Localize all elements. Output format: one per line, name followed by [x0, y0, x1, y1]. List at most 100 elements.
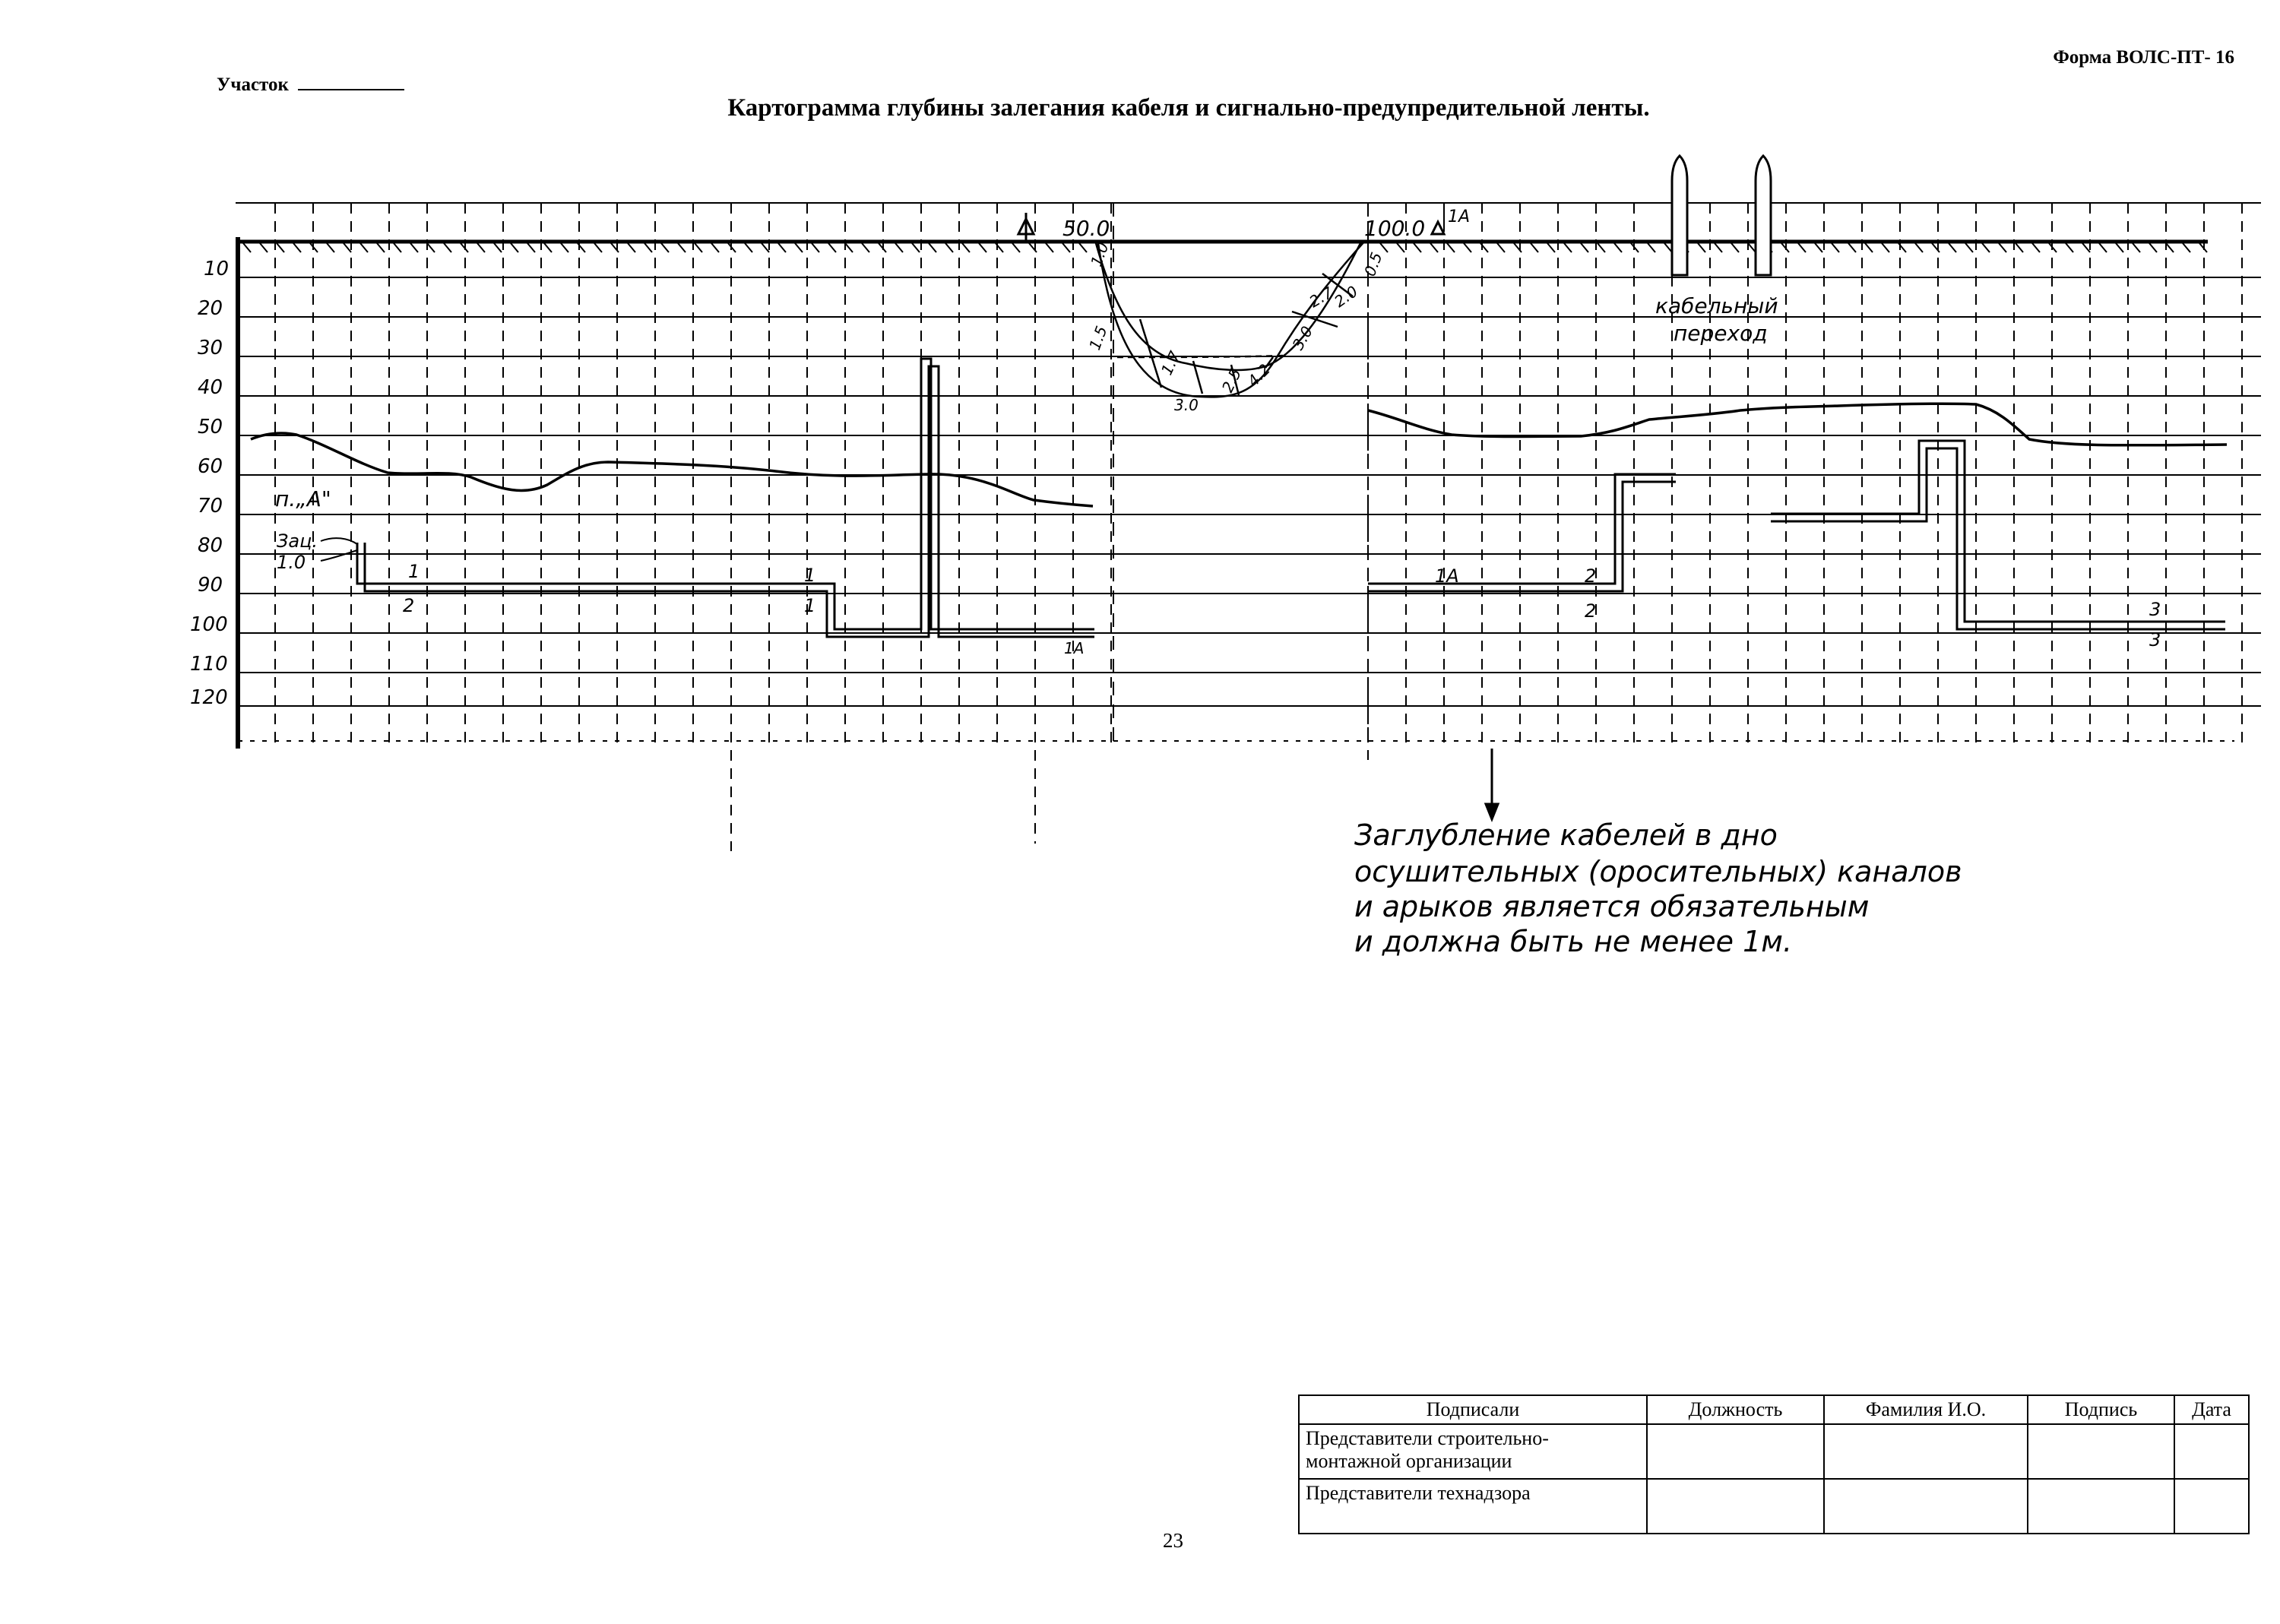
- hatch-mark: [811, 242, 820, 253]
- hatch-mark: [410, 242, 419, 253]
- cable-label: 1: [804, 565, 815, 586]
- hatch-mark: [1012, 242, 1021, 253]
- canal-depth: 3.0: [1174, 396, 1199, 414]
- hatch-mark: [761, 242, 770, 253]
- canal-depth-labels: 1.0 1.5 1.7 2.5 3.0 4.2 3.0 2.7 2.0 0.5: [1085, 240, 1385, 414]
- ground-hatching: [242, 242, 2208, 253]
- hatch-mark: [1647, 242, 1656, 253]
- hatch-mark: [777, 242, 787, 253]
- hatch-mark: [1430, 242, 1439, 253]
- canal-depth: 1.7: [1157, 348, 1184, 378]
- tick-label: 70: [198, 495, 223, 518]
- date-cell[interactable]: [2174, 1478, 2250, 1534]
- hatch-mark: [928, 242, 937, 253]
- coupling-value: 1.0: [277, 552, 306, 573]
- crossing-label: кабельный: [1655, 293, 1778, 318]
- col-header: Должность: [1646, 1394, 1825, 1425]
- hatch-mark: [644, 242, 653, 253]
- hatch-mark: [844, 242, 853, 253]
- hatch-mark: [1446, 242, 1455, 253]
- hatch-mark: [276, 242, 285, 253]
- hatch-mark: [1814, 242, 1823, 253]
- cable-labels: 1 2 1 1 1А 1А 2 2 3 3: [403, 561, 2161, 657]
- hatch-mark: [2199, 242, 2208, 253]
- hatch-mark: [961, 242, 971, 253]
- hatch-mark: [895, 242, 904, 253]
- hatch-mark: [1396, 242, 1405, 253]
- note-text: Заглубление кабелей в дно осушительных (…: [1354, 818, 1962, 958]
- page-number: 23: [1163, 1529, 1183, 1552]
- hatch-mark: [2031, 242, 2041, 253]
- note-line: и должна быть не менее 1м.: [1354, 925, 1792, 958]
- crossing-post-icon: [1670, 154, 1772, 277]
- hatch-mark: [995, 242, 1004, 253]
- hatch-mark: [1898, 242, 1907, 253]
- hatch-mark: [359, 242, 369, 253]
- signature-cell[interactable]: [2027, 1478, 2175, 1534]
- col-header: Подпись: [2027, 1394, 2175, 1425]
- hatch-mark: [1379, 242, 1389, 253]
- hatch-mark: [1563, 242, 1572, 253]
- col-header: Фамилия И.О.: [1823, 1394, 2028, 1425]
- hatch-mark: [2015, 242, 2024, 253]
- note-line: и арыков является обязательным: [1354, 890, 1869, 923]
- hatch-mark: [711, 242, 720, 253]
- signature-cell[interactable]: [2027, 1423, 2175, 1480]
- date-cell[interactable]: [2174, 1423, 2250, 1480]
- picket-100-tag: 1А: [1448, 207, 1470, 226]
- hatch-mark: [2048, 242, 2057, 253]
- form-id: Форма ВОЛС-ПТ- 16: [2053, 47, 2234, 68]
- hatch-mark: [493, 242, 502, 253]
- position-cell[interactable]: [1646, 1478, 1825, 1534]
- hatch-mark: [2132, 242, 2141, 253]
- hatch-mark: [543, 242, 553, 253]
- picket-100-label: 100.0: [1364, 216, 1425, 241]
- hatch-mark: [1831, 242, 1840, 253]
- hatch-mark: [1496, 242, 1506, 253]
- tick-label: 40: [198, 376, 223, 399]
- hatch-mark: [945, 242, 954, 253]
- hatch-mark: [911, 242, 920, 253]
- position-cell[interactable]: [1646, 1423, 1825, 1480]
- hatch-mark: [1513, 242, 1522, 253]
- hatch-mark: [577, 242, 586, 253]
- hatch-mark: [1062, 242, 1071, 253]
- tick-label: 110: [190, 653, 228, 676]
- coupling-label: Зац.: [277, 530, 318, 552]
- hatch-mark: [1697, 242, 1706, 253]
- hatch-mark: [1480, 242, 1489, 253]
- hatch-mark: [2082, 242, 2091, 253]
- hatch-mark: [1931, 242, 1940, 253]
- tick-label: 90: [198, 574, 223, 597]
- hatch-mark: [460, 242, 469, 253]
- name-cell[interactable]: [1823, 1423, 2028, 1480]
- arrow-down-icon: [1484, 749, 1500, 823]
- cable-route-3: [1771, 439, 2225, 631]
- hatch-mark: [1664, 242, 1673, 253]
- col-header: Дата: [2174, 1394, 2250, 1425]
- hatch-mark: [2065, 242, 2074, 253]
- tick-label: 80: [198, 534, 223, 557]
- hatch-mark: [627, 242, 636, 253]
- hatch-mark: [2182, 242, 2191, 253]
- hatch-mark: [727, 242, 736, 253]
- cable-label: 3: [2149, 599, 2161, 620]
- grid-vertical: [274, 203, 2243, 851]
- hatch-mark: [1998, 242, 2007, 253]
- signature-table: Подписали Должность Фамилия И.О. Подпись…: [1298, 1394, 2250, 1534]
- hatch-mark: [1848, 242, 1857, 253]
- cable-label: 1: [804, 595, 815, 616]
- hatch-mark: [1630, 242, 1639, 253]
- note-line: Заглубление кабелей в дно: [1354, 818, 1778, 852]
- name-cell[interactable]: [1823, 1478, 2028, 1534]
- hatch-mark: [1580, 242, 1589, 253]
- section-blank-line[interactable]: [297, 75, 404, 90]
- hatch-mark: [610, 242, 619, 253]
- hatch-mark: [309, 242, 318, 253]
- hatch-mark: [1045, 242, 1054, 253]
- cable-label: 1: [408, 561, 420, 582]
- hatch-mark: [242, 242, 252, 253]
- hatch-mark: [259, 242, 268, 253]
- hatch-mark: [1530, 242, 1539, 253]
